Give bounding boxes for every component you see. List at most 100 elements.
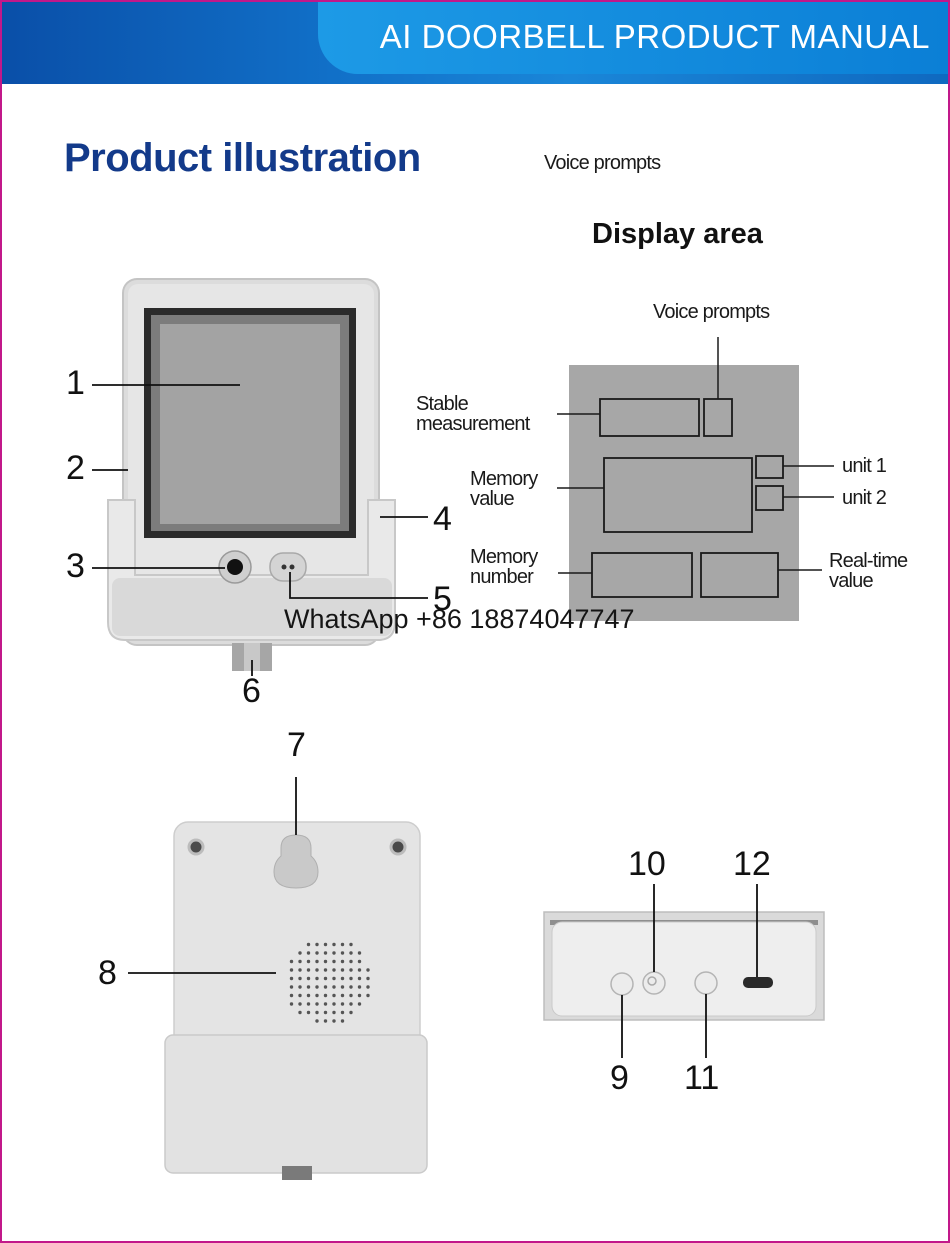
stable-measurement-label-line1: Stable: [416, 393, 469, 415]
speaker-hole: [366, 968, 370, 972]
manual-title: AI DOORBELL PRODUCT MANUAL: [379, 18, 930, 55]
speaker-hole: [315, 959, 319, 964]
display-area-title: Display area: [592, 218, 763, 250]
speaker-hole: [315, 942, 319, 947]
display-area-diagram: [557, 337, 834, 621]
speaker-hole: [332, 1019, 336, 1023]
speaker-hole: [366, 993, 370, 998]
callout-1: 1: [66, 364, 85, 402]
speaker-hole: [306, 985, 311, 989]
speaker-hole: [306, 993, 311, 998]
speaker-hole: [298, 1002, 302, 1006]
speaker-hole: [357, 993, 362, 998]
speaker-hole: [306, 951, 311, 955]
memory-value-label-line2: value: [470, 488, 515, 510]
speaker-hole: [349, 1002, 353, 1006]
speaker-hole: [340, 993, 345, 998]
device-back-illustration: [128, 777, 428, 1180]
speaker-hole: [323, 1010, 328, 1015]
speaker-hole: [349, 942, 353, 947]
speaker-hole: [340, 959, 345, 964]
voice-prompts-label: Voice prompts: [653, 301, 770, 323]
callout-2: 2: [66, 449, 85, 487]
speaker-hole: [315, 1019, 319, 1023]
speaker-hole: [340, 951, 345, 955]
speaker-hole: [298, 951, 302, 955]
speaker-hole: [298, 968, 302, 972]
speaker-hole: [306, 976, 311, 981]
speaker-hole: [289, 968, 294, 972]
speaker-hole: [289, 993, 294, 998]
speaker-hole: [323, 985, 328, 989]
speaker-hole: [306, 1010, 311, 1015]
real-time-value-label-line1: Real-time: [829, 550, 908, 572]
section-title: Product illustration: [64, 136, 421, 180]
callout-8: 8: [98, 954, 117, 992]
speaker-hole: [298, 959, 302, 964]
speaker-hole: [349, 976, 353, 981]
callout-4: 4: [433, 500, 452, 538]
speaker-hole: [349, 959, 353, 964]
speaker-hole: [315, 951, 319, 955]
speaker-hole: [357, 976, 362, 981]
speaker-hole: [298, 993, 302, 998]
callout-7: 7: [287, 726, 306, 764]
speaker-hole: [357, 1002, 362, 1006]
speaker-hole: [332, 968, 336, 972]
speaker-hole: [349, 993, 353, 998]
speaker-hole: [332, 976, 336, 981]
speaker-hole: [289, 959, 294, 964]
speaker-hole: [289, 985, 294, 989]
speaker-hole: [340, 1002, 345, 1006]
speaker-hole: [340, 1019, 345, 1023]
speaker-hole: [306, 968, 311, 972]
speaker-hole: [315, 993, 319, 998]
stable-measurement-label-line2: measurement: [416, 413, 530, 435]
speaker-hole: [349, 985, 353, 989]
speaker-hole: [332, 1002, 336, 1006]
speaker-hole: [340, 976, 345, 981]
memory-number-label-line2: number: [470, 566, 534, 588]
speaker-hole: [340, 1010, 345, 1015]
speaker-hole: [357, 985, 362, 989]
speaker-hole: [298, 985, 302, 989]
callout-6: 6: [242, 672, 261, 710]
speaker-hole: [357, 959, 362, 964]
speaker-hole: [323, 993, 328, 998]
speaker-hole: [349, 951, 353, 955]
callout-11: 11: [684, 1059, 720, 1097]
speaker-hole: [315, 985, 319, 989]
speaker-hole: [340, 985, 345, 989]
speaker-hole: [332, 942, 336, 947]
speaker-hole: [366, 976, 370, 981]
speaker-hole: [332, 959, 336, 964]
speaker-hole: [306, 1002, 311, 1006]
callout-12: 12: [733, 845, 771, 883]
speaker-hole: [332, 951, 336, 955]
speaker-hole: [323, 1002, 328, 1006]
speaker-hole: [289, 1002, 294, 1006]
speaker-hole: [323, 968, 328, 972]
memory-number-label-line1: Memory: [470, 546, 538, 568]
device-front-illustration: [92, 278, 428, 676]
speaker-hole: [340, 968, 345, 972]
speaker-hole: [366, 985, 370, 989]
whatsapp-watermark: WhatsApp +86 18874047747: [284, 604, 635, 634]
speaker-hole: [306, 942, 311, 947]
callout-5: 5: [433, 580, 452, 618]
callout-10: 10: [628, 845, 666, 883]
voice-prompts-label-top: Voice prompts: [544, 152, 661, 174]
speaker-hole: [357, 968, 362, 972]
speaker-hole: [298, 976, 302, 981]
device-bottom-illustration: [543, 884, 825, 1058]
speaker-hole: [315, 1010, 319, 1015]
speaker-hole: [332, 1010, 336, 1015]
speaker-hole: [323, 959, 328, 964]
speaker-hole: [315, 1002, 319, 1006]
speaker-hole: [349, 1010, 353, 1015]
header-tab: [318, 2, 948, 74]
speaker-hole: [332, 985, 336, 989]
speaker-hole: [323, 951, 328, 955]
